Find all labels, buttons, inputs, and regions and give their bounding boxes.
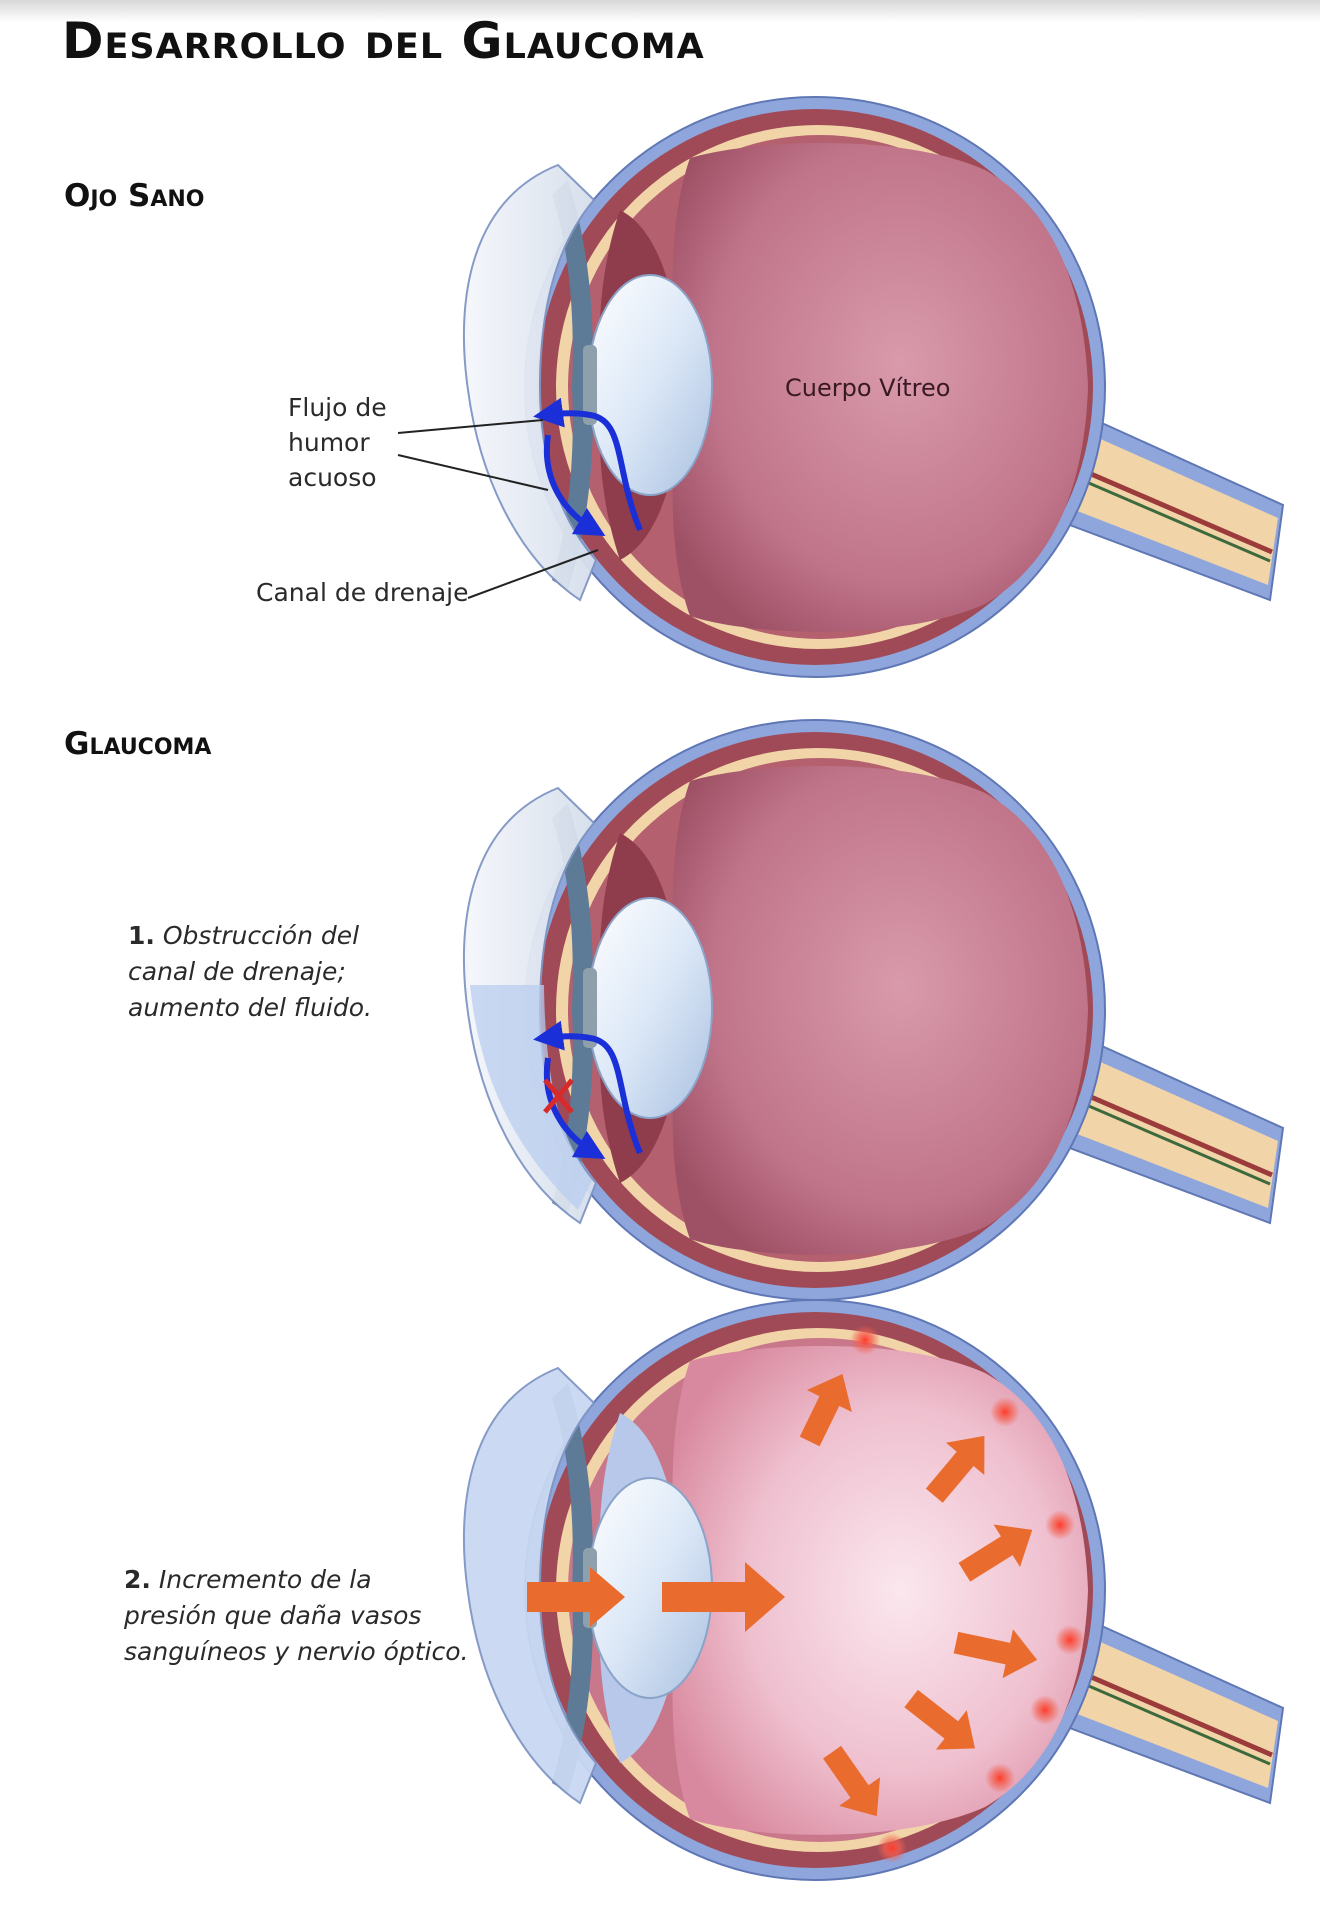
step-1-line: Obstrucción del (162, 921, 360, 950)
leader-line (397, 419, 544, 434)
step-1-line: aumento del fluido. (128, 993, 372, 1022)
aqueous-flow-label-line: Flujo de (288, 393, 387, 422)
drainage-canal-label: Canal de drenaje (256, 578, 469, 607)
pressure-arrow (799, 1374, 852, 1447)
aqueous-flow-arrow (543, 1057, 606, 1159)
leader-line (467, 549, 599, 599)
blockage-x-mark (543, 1078, 574, 1114)
eye-glaucoma-step-1 (462, 719, 1285, 1301)
excess-fluid (470, 985, 592, 1210)
vitreous-body (672, 765, 1088, 1255)
pressure-arrow (925, 1435, 985, 1503)
aqueous-flow-arrow (543, 434, 606, 536)
pupil-edge (583, 345, 597, 425)
eye-healthy (397, 96, 1285, 678)
retinal-damage-spots (850, 1325, 1085, 1863)
vitreous-body (672, 142, 1088, 632)
eye-glaucoma-step-2 (462, 1299, 1285, 1881)
section-title-healthy: Ojo Sano (64, 178, 205, 214)
pupil-edge (583, 968, 597, 1048)
pressure-arrows (527, 1374, 1038, 1817)
aqueous-flow-arrow (533, 1020, 643, 1155)
pressure-arrow (904, 1689, 975, 1750)
lens (587, 897, 713, 1119)
step-2-note: 2. Incremento de la presión que daña vas… (124, 1562, 468, 1670)
vitreous-body-label: Cuerpo Vítreo (785, 374, 951, 402)
iris (552, 180, 593, 590)
lens (587, 274, 713, 496)
pressure-arrow (527, 1567, 625, 1627)
aqueous-flow-label: Flujo de humor acuoso (288, 390, 387, 495)
cornea (462, 163, 598, 602)
aqueous-flow-label-line: acuoso (288, 463, 377, 492)
top-shadow (0, 0, 1320, 22)
aqueous-flow-arrow (533, 397, 643, 532)
iris (552, 803, 593, 1213)
step-2-line: Incremento de la (158, 1565, 372, 1594)
leader-line (397, 454, 549, 491)
main-title: Desarrollo del Glaucoma (62, 12, 705, 70)
step-2-number: 2. (124, 1565, 151, 1594)
aqueous-flow-label-line: humor (288, 428, 370, 457)
pressure-arrow (662, 1562, 785, 1632)
step-2-line: presión que daña vasos (124, 1601, 422, 1630)
section-title-glaucoma: Glaucoma (64, 726, 212, 762)
pressure-arrow (953, 1629, 1038, 1679)
step-1-number: 1. (128, 921, 155, 950)
pressure-arrow (958, 1524, 1033, 1582)
pressure-arrow (823, 1745, 881, 1817)
step-2-line: sanguíneos y nervio óptico. (124, 1637, 469, 1666)
step-1-line: canal de drenaje; (128, 957, 346, 986)
step-1-note: 1. Obstrucción del canal de drenaje; aum… (128, 918, 372, 1026)
